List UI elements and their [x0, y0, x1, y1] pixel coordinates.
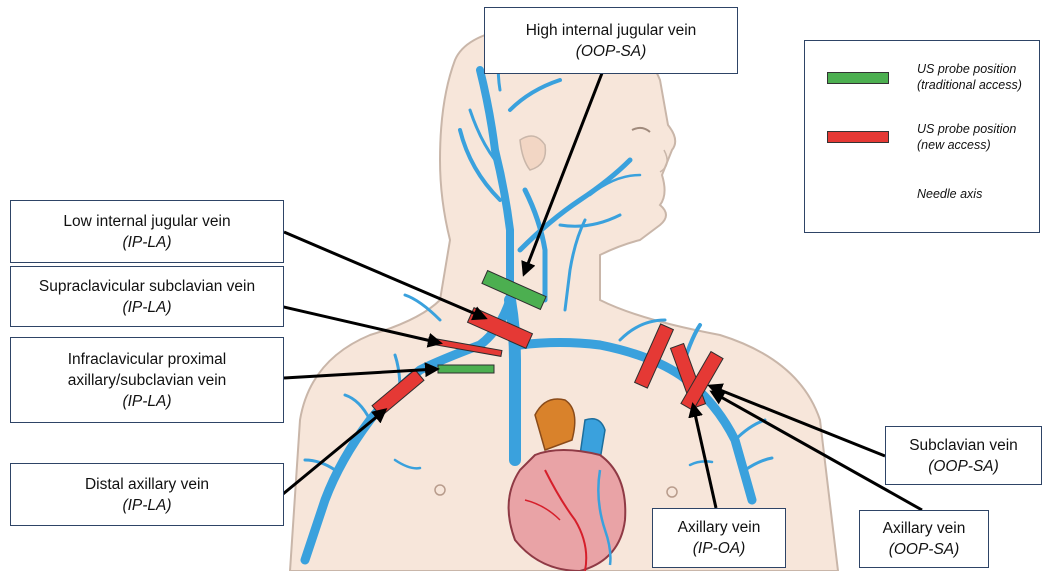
label-title-line2: axillary/subclavian vein	[68, 370, 227, 391]
label-approach: (IP-LA)	[122, 232, 171, 253]
label-low-internal-jugular: Low internal jugular vein (IP-LA)	[10, 200, 284, 263]
legend-text-traditional: US probe position (traditional access)	[917, 61, 1022, 93]
legend-swatch-traditional	[827, 72, 889, 84]
legend-line: Needle axis	[917, 186, 982, 202]
label-axillary-vein-oop: Axillary vein (OOP-SA)	[859, 510, 989, 568]
label-approach: (OOP-SA)	[928, 456, 999, 477]
label-high-internal-jugular: High internal jugular vein (OOP-SA)	[484, 7, 738, 74]
legend-swatch-new	[827, 131, 889, 143]
label-axillary-vein-ip: Axillary vein (IP-OA)	[652, 508, 786, 568]
label-approach: (IP-LA)	[122, 391, 171, 412]
legend-line: US probe position	[917, 121, 1016, 137]
legend-text-needle: Needle axis	[917, 186, 982, 202]
label-title: Axillary vein	[678, 517, 761, 538]
label-title: Axillary vein	[883, 518, 966, 539]
label-approach: (IP-LA)	[122, 297, 171, 318]
legend-text-new: US probe position (new access)	[917, 121, 1016, 153]
probe-infraclavicular	[438, 365, 494, 373]
label-infraclavicular-proximal: Infraclavicular proximal axillary/subcla…	[10, 337, 284, 423]
label-subclavian-vein: Subclavian vein (OOP-SA)	[885, 426, 1042, 485]
label-distal-axillary: Distal axillary vein (IP-LA)	[10, 463, 284, 526]
legend-line: (new access)	[917, 137, 1016, 153]
label-supraclavicular-subclavian: Supraclavicular subclavian vein (IP-LA)	[10, 266, 284, 327]
legend-line: US probe position	[917, 61, 1022, 77]
label-title-line1: Infraclavicular proximal	[68, 349, 227, 370]
label-title: Subclavian vein	[909, 435, 1018, 456]
label-title: Distal axillary vein	[85, 474, 209, 495]
label-title: High internal jugular vein	[526, 20, 697, 41]
label-title: Supraclavicular subclavian vein	[39, 276, 255, 297]
label-approach: (OOP-SA)	[889, 539, 960, 560]
legend: US probe position (traditional access) U…	[804, 40, 1040, 233]
label-title: Low internal jugular vein	[63, 211, 230, 232]
label-approach: (IP-LA)	[122, 495, 171, 516]
legend-line: (traditional access)	[917, 77, 1022, 93]
label-approach: (IP-OA)	[693, 538, 746, 559]
label-approach: (OOP-SA)	[576, 41, 647, 62]
